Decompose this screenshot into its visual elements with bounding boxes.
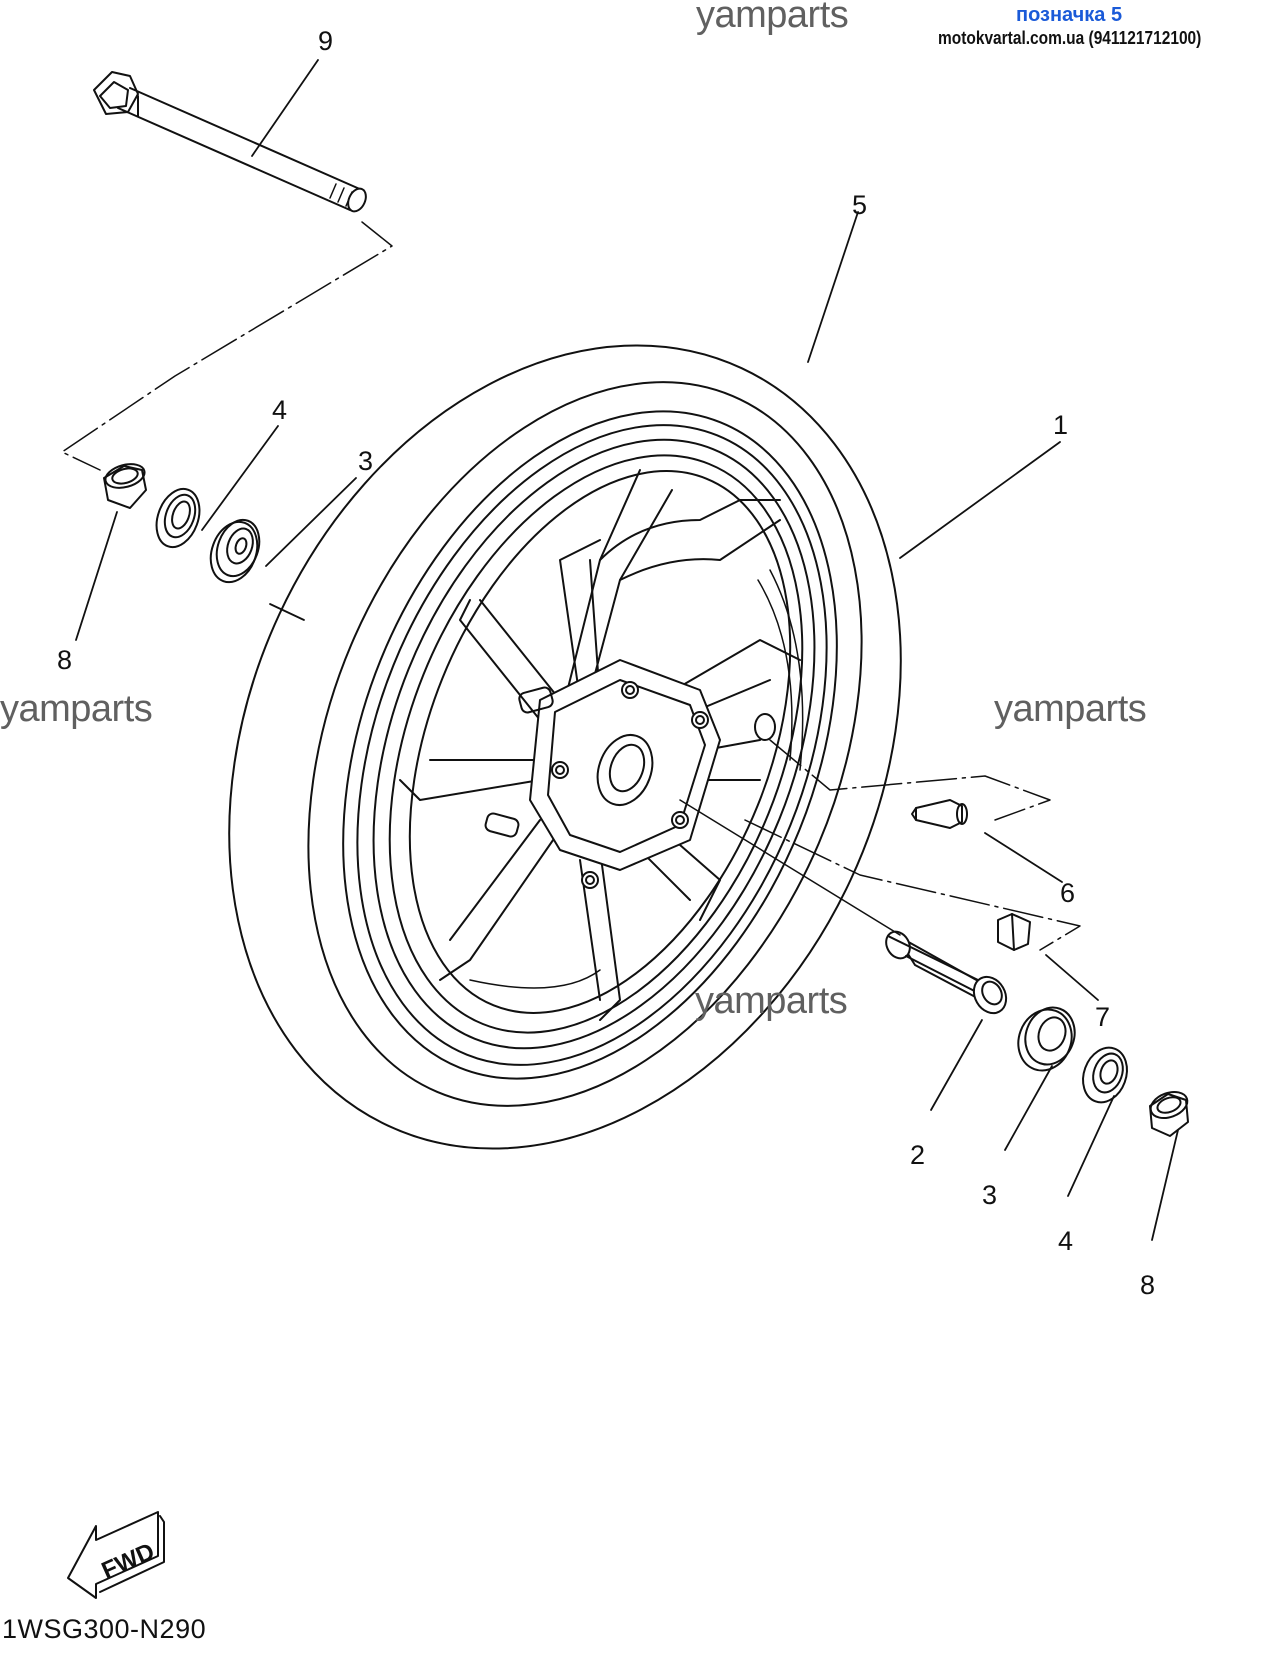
callout-4: 4 [1058, 1226, 1074, 1256]
callout-8: 8 [1140, 1270, 1156, 1300]
valve-part-6 [911, 799, 968, 829]
callout-3: 3 [358, 446, 374, 476]
oil-seal-part-4-left [155, 487, 201, 549]
spacer-part-8-right [1149, 1090, 1189, 1137]
callout-5: 5 [852, 190, 868, 220]
watermark: yamparts [696, 0, 849, 36]
callout-3: 3 [982, 1180, 998, 1210]
collar-part-2 [885, 930, 1008, 1015]
axis-line-left [61, 221, 393, 471]
fwd-arrow-icon: FWD [67, 1511, 165, 1599]
cast-wheel-part-1 [342, 410, 838, 1080]
leader-lines [75, 59, 1179, 1241]
bearing-part-3-left [209, 518, 261, 584]
callout-6: 6 [1060, 878, 1076, 908]
callout-2: 2 [910, 1140, 926, 1170]
oil-seal-part-4-right [1082, 1046, 1128, 1104]
header-label: позначка 5 [1016, 4, 1123, 26]
balance-weight-part-7 [997, 913, 1031, 951]
spacer-part-8-left [103, 463, 147, 509]
watermark: yamparts [0, 688, 153, 730]
watermark: yamparts [994, 688, 1147, 730]
axis-line-right-weight [744, 819, 1081, 951]
header-site: motokvartal.com.ua (941121712100) [938, 28, 1202, 48]
callout-9: 9 [318, 26, 334, 56]
callout-7: 7 [1095, 1002, 1111, 1032]
callout-4: 4 [272, 395, 288, 425]
axle-bolt-part-9 [93, 71, 367, 213]
bearing-part-3-right [1017, 1006, 1076, 1072]
callout-1: 1 [1053, 410, 1069, 440]
watermark: yamparts [695, 980, 848, 1022]
axis-line-right-collar [679, 799, 901, 936]
diagram-code: 1WSG300-N290 [2, 1614, 207, 1644]
axis-line-right-valve [769, 739, 1051, 821]
callout-8: 8 [57, 645, 73, 675]
